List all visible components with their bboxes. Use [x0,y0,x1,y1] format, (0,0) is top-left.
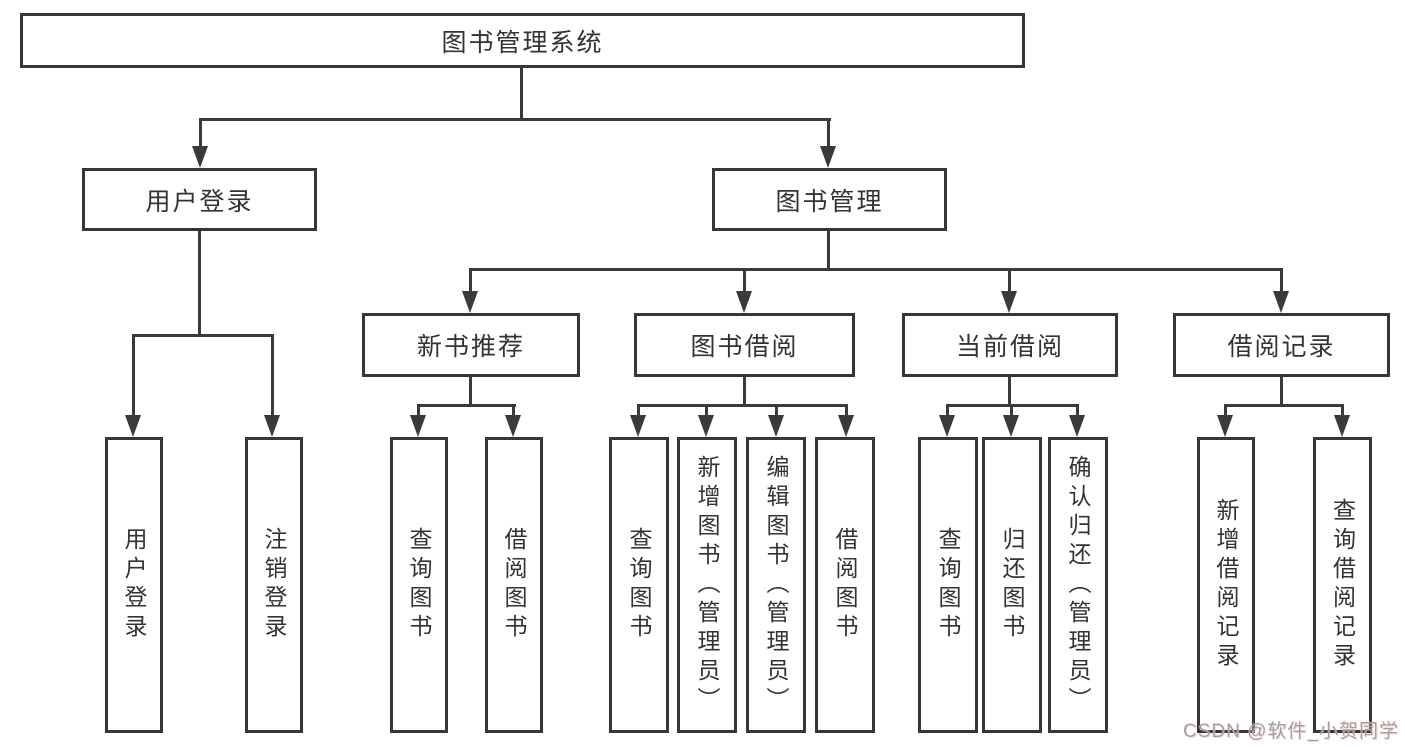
leaf-borrow-book-newbook: 借阅图书 [485,437,543,733]
arrowhead-down [768,415,784,437]
connector-line [417,404,420,418]
leaf-confirm-return-admin: 确认归还（管理员） [1048,437,1108,733]
node-user-login: 用户登录 [82,168,317,231]
arrowhead-down [1003,415,1019,437]
connector-line [1280,268,1283,294]
connector-line [1341,404,1344,418]
arrowhead-down [630,415,646,437]
arrowhead-down [939,415,955,437]
connector-line [520,66,523,121]
connector-line [845,404,848,418]
connector-line [1076,404,1079,418]
connector-line [1224,404,1227,418]
connector-line [469,375,472,406]
arrowhead-down [462,291,478,313]
leaf-return-book: 归还图书 [982,437,1042,733]
arrowhead-down [1001,291,1017,313]
node-current-borrow: 当前借阅 [902,313,1118,377]
connector-line [1010,404,1013,418]
node-book-borrow: 图书借阅 [634,313,855,377]
connector-line [1008,375,1011,406]
connector-line [271,334,274,417]
connector-line [637,404,640,418]
leaf-add-borrow-record: 新增借阅记录 [1197,437,1255,733]
arrowhead-down [125,415,141,437]
connector-line [1008,268,1011,294]
leaf-query-book-borrow: 查询图书 [609,437,669,733]
node-new-book-rec: 新书推荐 [362,313,580,377]
leaf-borrow-book-borrow: 借阅图书 [815,437,875,733]
connector-line [827,230,830,271]
connector-line [199,118,831,121]
connector-line [743,268,746,294]
arrowhead-down [410,415,426,437]
arrowhead-down [1217,415,1233,437]
connector-line [470,268,1283,271]
connector-line [637,404,848,407]
connector-line [132,334,135,417]
node-book-mgmt: 图书管理 [712,168,947,231]
connector-line [705,404,708,418]
arrowhead-down [736,291,752,313]
arrowhead-down [820,146,836,168]
connector-line [198,231,201,337]
connector-line [512,404,515,418]
arrowhead-down [1273,291,1289,313]
leaf-query-book-current: 查询图书 [918,437,978,733]
leaf-query-borrow-record: 查询借阅记录 [1313,437,1372,733]
arrowhead-down [1334,415,1350,437]
connector-line [1280,375,1283,406]
leaf-user-login: 用户登录 [105,437,163,733]
connector-line [199,118,202,152]
node-root: 图书管理系统 [20,13,1025,68]
connector-line [775,404,778,418]
arrowhead-down [1069,415,1085,437]
arrowhead-down [264,415,280,437]
connector-line [743,375,746,406]
connector-line [827,118,830,152]
node-borrow-record: 借阅记录 [1173,313,1390,377]
leaf-edit-book-admin: 编辑图书（管理员） [746,437,806,733]
csdn-watermark: CSDN @软件_小贺同学 [1183,721,1399,742]
arrowhead-down [698,415,714,437]
leaf-query-book-newbook: 查询图书 [390,437,448,733]
arrowhead-down [838,415,854,437]
connector-line [469,268,472,294]
connector-line [946,404,949,418]
connector-line [417,404,516,407]
leaf-logout: 注销登录 [245,437,303,733]
leaf-add-book-admin: 新增图书（管理员） [677,437,737,733]
arrowhead-down [505,415,521,437]
connector-line [1224,404,1344,407]
connector-line [132,334,273,337]
arrowhead-down [192,146,208,168]
